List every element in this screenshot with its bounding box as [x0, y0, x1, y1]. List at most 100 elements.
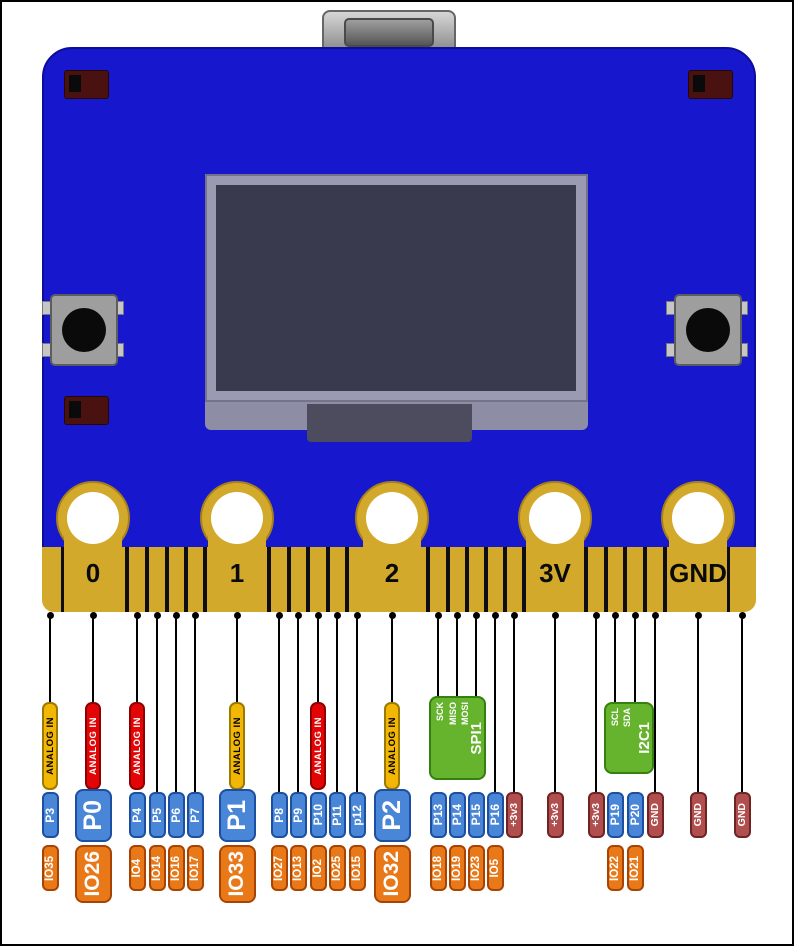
connector-gap: [726, 547, 730, 612]
pin-port-label: P20: [626, 792, 644, 838]
ground-pin-label: GND: [689, 792, 707, 838]
pin-io-label-text: IO17: [189, 855, 201, 881]
pin-callout-dot: [510, 612, 518, 619]
analog-in-tag: ANALOG IN: [85, 702, 101, 790]
pin-callout-dot: [694, 612, 702, 619]
analog-in-tag-text: ANALOG IN: [312, 717, 324, 775]
edge-pad-label: GND: [669, 558, 727, 588]
pin-io-label-text: IO32: [380, 851, 403, 897]
ground-pin-label: GND: [733, 792, 751, 838]
edge-pad-label: 1: [229, 558, 245, 588]
pin-io-label-text: IO5: [489, 858, 501, 878]
pin-io-label-text: IO15: [351, 855, 363, 881]
pin-callout-dot: [191, 612, 199, 619]
pin-io-label: IO13: [289, 845, 307, 891]
screen-connector-tab: [307, 404, 472, 442]
edge-pad-stem: [64, 537, 122, 612]
pin-io-label: IO5: [486, 845, 504, 891]
analog-in-tag-text: ANALOG IN: [87, 717, 99, 775]
connector-gap: [584, 547, 588, 612]
edge-pad-stem: [669, 537, 727, 612]
edge-pad-label: 0: [85, 558, 101, 588]
callout-line: [614, 615, 616, 702]
pin-port-label-text: P4: [130, 807, 144, 823]
pin-port-label-text: P3: [43, 807, 57, 823]
analog-in-tag: ANALOG IN: [129, 702, 145, 790]
pin-io-label: IO26: [74, 845, 112, 903]
pin-callout-dot: [738, 612, 746, 619]
connector-gap: [663, 547, 667, 612]
edge-pad-hole: [672, 492, 724, 544]
pin-io-label: IO4: [128, 845, 146, 891]
edge-pad-hole: [67, 492, 119, 544]
connector-gap: [183, 547, 188, 612]
callout-line: [156, 615, 158, 792]
pin-callout-dot: [275, 612, 283, 619]
connector-gap: [164, 547, 169, 612]
pin-callout-dot: [153, 612, 161, 619]
connector-gap: [306, 547, 310, 612]
connector-gap: [426, 547, 430, 612]
pin-port-label: P5: [148, 792, 166, 838]
callout-line: [336, 615, 338, 792]
connector-gap: [522, 547, 526, 612]
callout-line: [697, 615, 699, 792]
pin-io-label: IO18: [429, 845, 447, 891]
analog-in-tag: ANALOG IN: [229, 702, 245, 790]
callout-line: [236, 615, 238, 702]
pin-port-label-text: P11: [330, 804, 344, 826]
pin-port-label: P11: [328, 792, 346, 838]
callout-line: [494, 615, 496, 792]
connector-gap: [345, 547, 349, 612]
spi-sck-label: SCK: [435, 702, 445, 722]
pin-io-label-text: IO23: [470, 855, 482, 881]
analog-in-tag-text: ANALOG IN: [44, 717, 56, 775]
pin-callout-dot: [133, 612, 141, 619]
i2c1-bus-block: SCL SDA I2C1: [604, 702, 654, 774]
component-chip: [64, 396, 109, 425]
callout-line: [741, 615, 743, 792]
pin-callout-dot: [314, 612, 322, 619]
pin-io-label-text: IO13: [292, 855, 304, 881]
callout-line: [554, 615, 556, 792]
pin-port-label: P0: [74, 789, 112, 842]
connector-gap: [145, 547, 149, 612]
pin-io-label: IO35: [41, 845, 59, 891]
i2c1-label: I2C1: [636, 722, 653, 754]
callout-line: [634, 615, 636, 702]
pin-io-label: IO19: [448, 845, 466, 891]
pin-io-label: IO14: [148, 845, 166, 891]
callout-line: [513, 615, 515, 792]
edge-pad-stem: [526, 537, 584, 612]
analog-in-tag: ANALOG IN: [384, 702, 400, 790]
connector-gap: [325, 547, 330, 612]
usb-port-opening: [344, 18, 434, 47]
pin-io-label-text: IO4: [131, 858, 143, 878]
pin-port-label: p12: [348, 792, 366, 838]
pin-port-label: P9: [289, 792, 307, 838]
pin-io-label-text: IO25: [331, 855, 343, 881]
callout-line: [356, 615, 358, 792]
ground-pin-label-text: GND: [692, 803, 704, 827]
analog-in-tag: ANALOG IN: [42, 702, 58, 790]
pin-io-label: IO32: [373, 845, 411, 903]
pin-port-label: P2: [373, 789, 411, 842]
pin-io-label-text: IO33: [225, 851, 248, 897]
component-chip-pad: [693, 75, 705, 92]
pin-io-label: IO22: [606, 845, 624, 891]
pin-io-label-text: IO35: [44, 855, 56, 881]
pin-callout-dot: [592, 612, 600, 619]
pin-io-label-text: IO19: [451, 855, 463, 881]
ground-pin-label: GND: [646, 792, 664, 838]
edge-pad-stem: [208, 537, 266, 612]
pin-port-label: P7: [186, 792, 204, 838]
analog-in-tag-text: ANALOG IN: [386, 717, 398, 775]
power-pin-label: +3v3: [546, 792, 564, 838]
callout-line: [175, 615, 177, 792]
pin-io-label: IO21: [626, 845, 644, 891]
edge-pad-hole: [211, 492, 263, 544]
callout-line: [391, 615, 393, 702]
pin-io-label: IO27: [270, 845, 288, 891]
connector-gap: [623, 547, 627, 612]
edge-pad-hole: [366, 492, 418, 544]
